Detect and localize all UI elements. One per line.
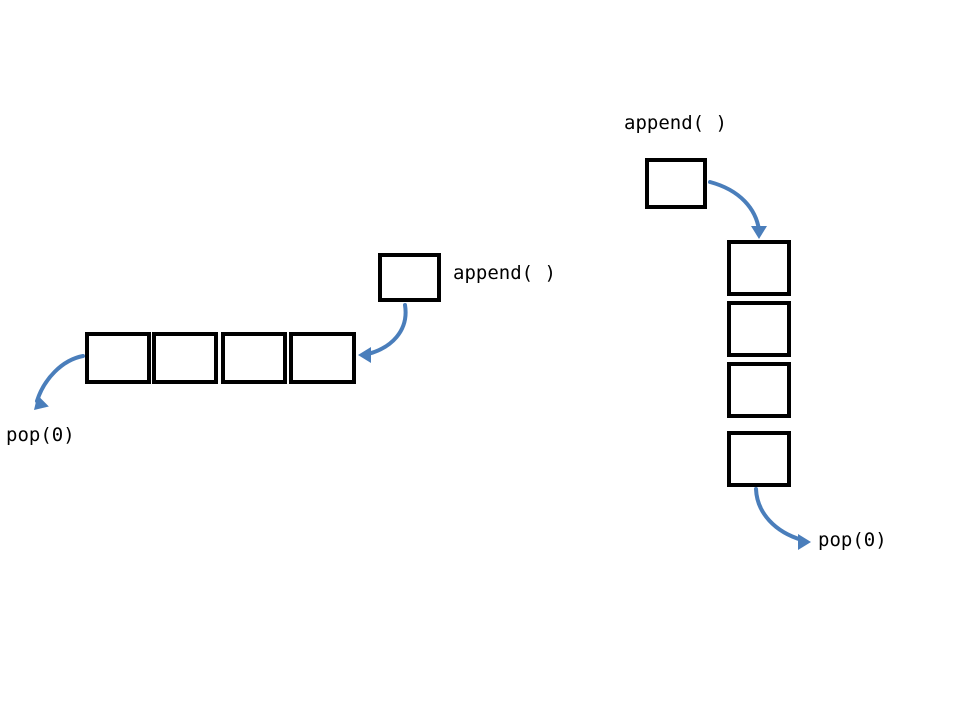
horizontal-list-pop-arrow	[34, 354, 85, 410]
list-cell-2	[727, 362, 791, 418]
list-cell-0	[85, 332, 151, 384]
horizontal-list-append-arrow	[358, 303, 408, 363]
vertical-list-append-arrow	[708, 180, 767, 239]
list-cell-3	[289, 332, 356, 384]
list-cell-2	[221, 332, 287, 384]
vertical-list-append-label: append( )	[624, 112, 727, 134]
vertical-list-pop-arrow	[754, 487, 811, 550]
list-cell-3	[727, 431, 791, 487]
horizontal-list-pop-label: pop(0)	[6, 424, 75, 446]
list-cell-1	[727, 301, 791, 357]
horizontal-list-append-label: append( )	[453, 262, 556, 284]
list-cell-0	[727, 240, 791, 296]
vertical-list-pop-label: pop(0)	[818, 529, 887, 551]
detached-cell	[378, 253, 441, 302]
detached-cell	[645, 158, 707, 209]
list-cell-1	[152, 332, 218, 384]
